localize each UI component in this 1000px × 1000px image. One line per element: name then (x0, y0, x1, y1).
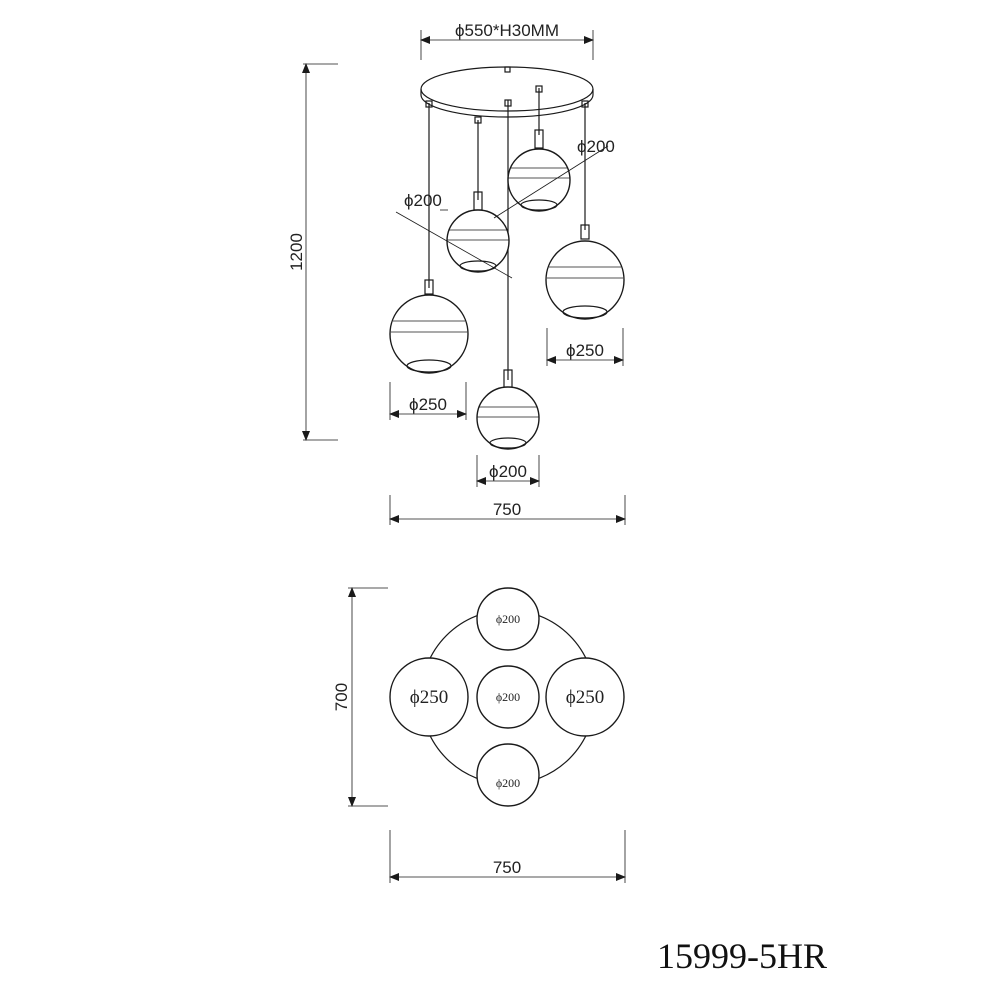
top-width-label: 750 (493, 858, 521, 877)
canopy (420, 66, 594, 118)
top-view: 700 ϕ200 ϕ250 ϕ200 ϕ250 ϕ200 750 (332, 587, 626, 883)
globe-bottom-dimension: ϕ200 (476, 455, 540, 487)
top-circle-bottom-label: ϕ200 (496, 776, 520, 790)
top-circle-right (545, 657, 625, 737)
top-circle-top (476, 587, 540, 651)
globe-right (545, 240, 625, 320)
side-width-dimension: 750 (389, 495, 626, 525)
globe-middle-left-label: ϕ200 (404, 191, 442, 210)
top-circle-left-label: ϕ250 (410, 687, 449, 708)
top-circle-center (476, 665, 540, 729)
side-width-label: 750 (493, 500, 521, 519)
globe-left-dimension: ϕ250 (389, 382, 467, 420)
canopy-dimension: ϕ550*H30MM (420, 21, 594, 60)
side-view: ϕ550*H30MM 1200 (287, 21, 626, 525)
height-dimension-label: 1200 (287, 233, 306, 271)
diameter-leaders (395, 145, 609, 279)
top-width-dimension: 750 (389, 830, 626, 883)
globe-bottom (476, 386, 540, 450)
top-circle-bottom (476, 743, 540, 807)
top-circle-top-label: ϕ200 (496, 612, 520, 626)
globe-left (389, 294, 469, 374)
globe-middle-left (446, 209, 510, 273)
top-height-label: 700 (332, 683, 351, 711)
top-circle-right-label: ϕ250 (566, 687, 605, 708)
globe-left-label: ϕ250 (409, 395, 447, 414)
model-code: 15999-5HR (657, 936, 827, 976)
height-dimension: 1200 (287, 63, 338, 441)
globe-right-dimension: ϕ250 (546, 328, 624, 366)
globe-bottom-label: ϕ200 (489, 462, 527, 481)
top-height-dimension: 700 (332, 587, 388, 807)
top-circle-center-label: ϕ200 (496, 690, 520, 704)
globe-top-right-label: ϕ200 (577, 137, 615, 156)
canopy-dimension-label: ϕ550*H30MM (455, 21, 559, 40)
globe-top-right (507, 148, 571, 212)
top-circle-left (389, 657, 469, 737)
globe-right-label: ϕ250 (566, 341, 604, 360)
